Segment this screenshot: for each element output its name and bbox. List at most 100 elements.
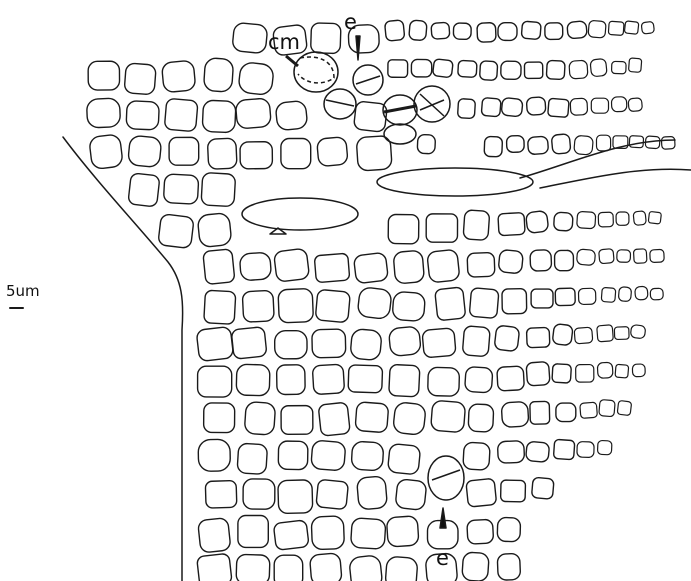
cell bbox=[274, 248, 310, 282]
cell bbox=[545, 23, 563, 40]
cell bbox=[484, 136, 502, 157]
cell bbox=[506, 135, 524, 152]
cell bbox=[555, 288, 575, 306]
cell bbox=[501, 97, 523, 116]
cell bbox=[597, 362, 613, 378]
cell bbox=[548, 98, 569, 117]
cell bbox=[628, 98, 642, 112]
cell bbox=[281, 406, 313, 435]
cell bbox=[243, 479, 275, 509]
cell bbox=[126, 101, 159, 130]
cell bbox=[316, 479, 349, 509]
cell bbox=[463, 210, 490, 241]
cell bbox=[242, 290, 274, 322]
cell bbox=[314, 253, 350, 283]
cell bbox=[385, 556, 418, 581]
cell bbox=[393, 250, 424, 284]
cell bbox=[570, 98, 588, 115]
arrow-cm bbox=[286, 56, 298, 66]
cell bbox=[350, 329, 382, 361]
cell bbox=[630, 324, 646, 338]
cell bbox=[629, 136, 643, 148]
cell bbox=[203, 58, 233, 93]
label-e-bottom: e bbox=[436, 548, 449, 569]
cell bbox=[648, 211, 661, 224]
cell bbox=[312, 364, 344, 394]
cell bbox=[431, 400, 466, 432]
cell bbox=[601, 287, 616, 302]
cell bbox=[481, 98, 501, 117]
arrow-e-bottom bbox=[440, 508, 446, 528]
cell bbox=[635, 286, 648, 300]
cell bbox=[158, 214, 194, 249]
cell bbox=[615, 364, 629, 378]
cell bbox=[466, 478, 497, 507]
cell bbox=[317, 137, 349, 167]
cell bbox=[204, 290, 236, 324]
cell bbox=[238, 516, 268, 548]
cell bbox=[524, 62, 542, 78]
cell bbox=[598, 212, 613, 227]
cell bbox=[432, 59, 453, 78]
cell bbox=[236, 554, 270, 581]
cell bbox=[580, 402, 598, 418]
tissue-boundary-left bbox=[63, 137, 183, 581]
cell bbox=[457, 99, 475, 119]
cell bbox=[618, 287, 631, 302]
cell bbox=[624, 21, 639, 34]
cell bbox=[311, 440, 346, 471]
cell bbox=[198, 439, 230, 471]
cell bbox=[497, 553, 520, 580]
cell bbox=[501, 401, 529, 427]
cell bbox=[348, 365, 383, 393]
cell bbox=[393, 402, 427, 436]
cell bbox=[641, 21, 654, 34]
cell bbox=[240, 142, 272, 169]
cell bbox=[128, 173, 160, 207]
cell bbox=[462, 552, 490, 581]
cell bbox=[311, 23, 341, 54]
cell bbox=[633, 249, 647, 264]
cell bbox=[521, 21, 541, 39]
cell bbox=[577, 211, 596, 228]
cell bbox=[477, 23, 496, 43]
cell bbox=[275, 100, 308, 130]
cell bbox=[599, 249, 615, 264]
vein-boundary-upper bbox=[520, 140, 675, 178]
vein-boundary-lower bbox=[540, 169, 691, 188]
cell bbox=[611, 97, 627, 112]
elongated-cell-top bbox=[377, 168, 533, 196]
cell bbox=[597, 440, 612, 455]
cell bbox=[628, 58, 641, 73]
cell bbox=[388, 214, 419, 243]
cell bbox=[551, 134, 571, 155]
cell bbox=[232, 22, 268, 53]
cell bbox=[552, 364, 572, 384]
cell bbox=[312, 329, 346, 358]
cell bbox=[387, 443, 420, 474]
cell bbox=[431, 22, 450, 39]
cell bbox=[202, 100, 236, 133]
cell bbox=[556, 403, 576, 422]
cell bbox=[357, 287, 392, 320]
cell bbox=[599, 399, 615, 416]
cell bbox=[349, 555, 383, 581]
cell bbox=[453, 23, 471, 40]
cell bbox=[417, 134, 435, 154]
cell bbox=[497, 441, 524, 464]
cell bbox=[526, 441, 550, 462]
cell bbox=[350, 518, 385, 550]
cell bbox=[469, 288, 499, 319]
cell bbox=[617, 400, 632, 415]
cell bbox=[275, 331, 307, 359]
cell bbox=[588, 20, 606, 38]
cell bbox=[498, 23, 517, 41]
cell bbox=[611, 61, 626, 74]
cell bbox=[427, 249, 460, 283]
cell bbox=[567, 21, 587, 39]
cell bbox=[196, 326, 234, 361]
cell bbox=[238, 62, 274, 96]
cell bbox=[497, 366, 525, 391]
cell bbox=[525, 210, 548, 233]
